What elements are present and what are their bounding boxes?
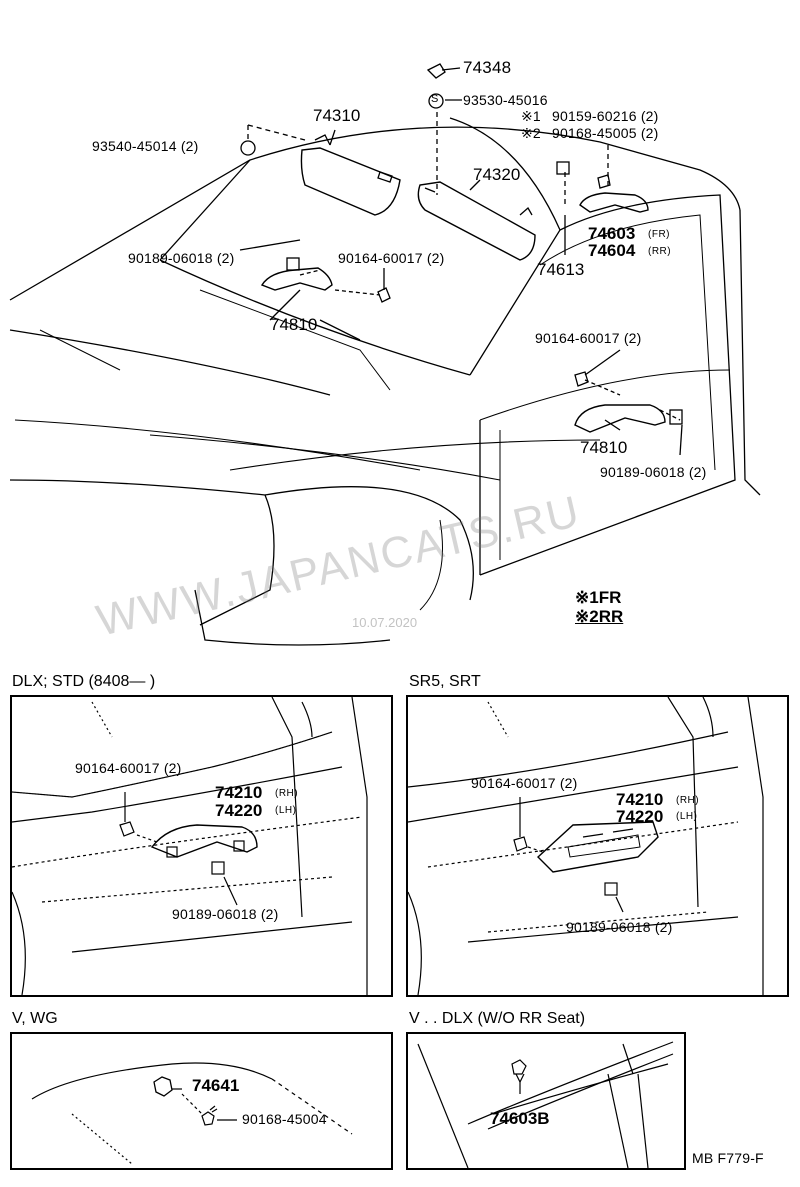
part-74603-fr: (FR) [648, 229, 670, 240]
part-74320: 74320 [473, 165, 521, 184]
note2-part: 90168-45005 (2) [552, 125, 659, 141]
legend-rr: ※2RR [575, 607, 624, 626]
dlx-part-74210: 74210 [215, 783, 263, 802]
legend-fr: ※1FR [575, 588, 622, 607]
part-74810-top: 74810 [270, 315, 318, 334]
part-74348: 74348 [463, 58, 512, 77]
vwg-part-74641: 74641 [192, 1076, 240, 1095]
part-90189-06018-top: 90189-06018 (2) [128, 250, 235, 266]
sr5-part-90164: 90164-60017 (2) [471, 775, 578, 791]
part-74310: 74310 [313, 106, 361, 125]
part-90164-60017-right: 90164-60017 (2) [535, 330, 642, 346]
dlx-part-90189: 90189-06018 (2) [172, 906, 279, 922]
panel-vwg-title: V, WG [12, 1010, 58, 1027]
panel-dlx-std: 90164-60017 (2) 74210 (RH) 74220 (LH) 90… [10, 695, 393, 997]
sr5-rh: (RH) [676, 795, 700, 806]
part-90164-60017-top: 90164-60017 (2) [338, 250, 445, 266]
part-74613: 74613 [537, 260, 585, 279]
panel-sr5-srt: 90164-60017 (2) 74210 (RH) 74220 (LH) 90… [406, 695, 789, 997]
dlx-part-74220: 74220 [215, 801, 263, 820]
cab-interior-drawing [9, 63, 761, 646]
dlx-rh: (RH) [275, 788, 299, 799]
panel-sr5-drawing [408, 697, 764, 995]
panel-sr5-title: SR5, SRT [409, 673, 481, 690]
dlx-part-90164: 90164-60017 (2) [75, 760, 182, 776]
part-74604-rr: (RR) [648, 246, 672, 257]
sr5-part-90189: 90189-06018 (2) [566, 919, 673, 935]
panel-vdlx-title: V . . DLX (W/O RR Seat) [409, 1010, 586, 1027]
panel-dlx-drawing [12, 697, 368, 995]
note1-mark: ※1 [521, 108, 541, 124]
panel-dlx-title: DLX; STD (8408— ) [12, 673, 156, 690]
part-74810-right: 74810 [580, 438, 628, 457]
part-74604: 74604 [588, 241, 636, 260]
panel-vdlx-drawing [417, 1041, 674, 1168]
part-90189-06018-right: 90189-06018 (2) [600, 464, 707, 480]
part-93540-45014: 93540-45014 (2) [92, 138, 199, 154]
part-74603: 74603 [588, 224, 636, 243]
s-symbol-icon: S [431, 93, 439, 105]
panel-vwg-drawing [31, 1062, 353, 1165]
panel-v-wg: 74641 90168-45004 [10, 1032, 393, 1170]
panel-v-dlx: 74603B [406, 1032, 686, 1170]
reference-code: MB F779-F [692, 1150, 764, 1166]
vdlx-part-74603b: 74603B [490, 1109, 550, 1128]
note1-part: 90159-60216 (2) [552, 108, 659, 124]
part-93530-45016: 93530-45016 [463, 92, 548, 108]
sr5-part-74210: 74210 [616, 790, 664, 809]
dlx-lh: (LH) [275, 805, 297, 816]
note2-mark: ※2 [521, 125, 541, 141]
sr5-lh: (LH) [676, 811, 698, 822]
watermark-date: 10.07.2020 [352, 615, 418, 630]
sr5-part-74220: 74220 [616, 807, 664, 826]
vwg-part-90168: 90168-45004 [242, 1111, 327, 1127]
